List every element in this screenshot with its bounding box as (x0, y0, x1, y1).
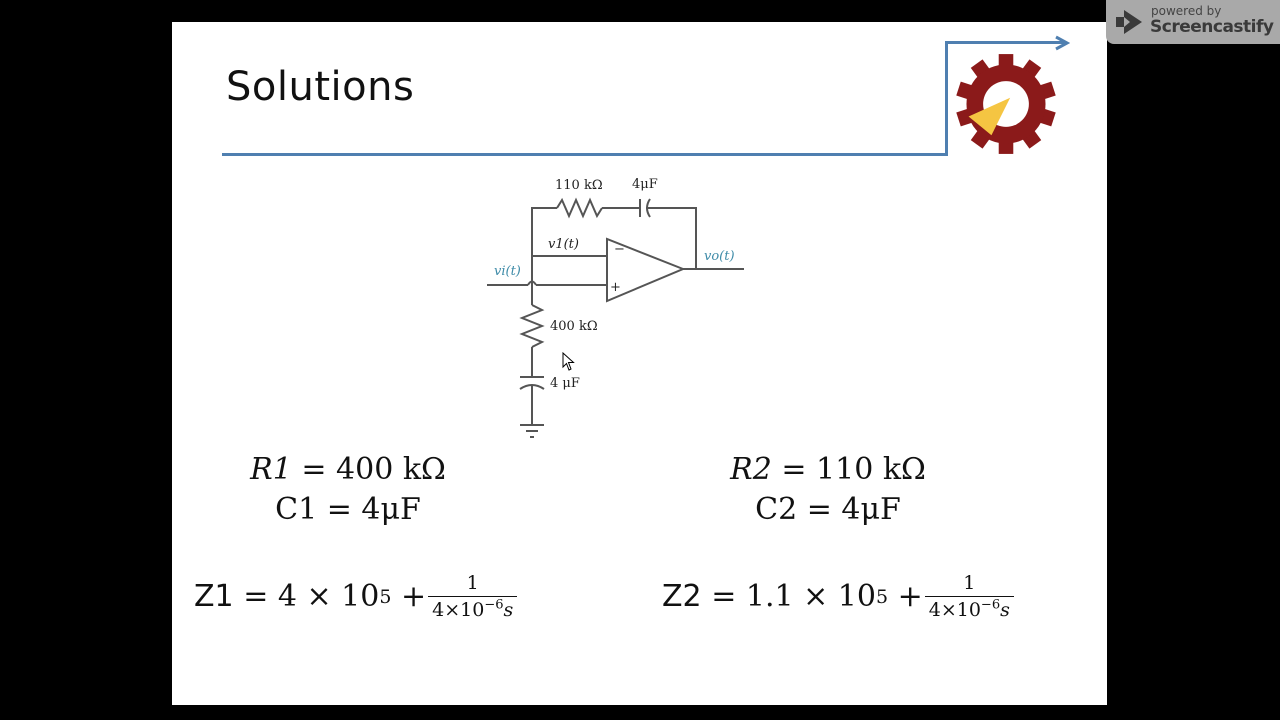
ground-resistor-label: 400 kΩ (550, 319, 598, 334)
feedback-capacitor-label: 4μF (632, 177, 658, 192)
resistor-110k-icon (556, 197, 603, 219)
minus-sign: − (614, 242, 625, 257)
input-voltage-label: vi(t) (494, 264, 521, 279)
r1-equation: R1 = 400 kΩ (250, 452, 446, 487)
ground-capacitor-label: 4 μF (550, 376, 580, 391)
z2-fraction: 1 4×10−6s (924, 572, 1014, 621)
c2-equation: C2 = 4μF (755, 492, 901, 527)
screencastify-logo-icon (1116, 10, 1142, 34)
output-voltage-label: vo(t) (704, 249, 735, 264)
title-connector-horizontal (945, 41, 1065, 44)
presentation-slide: Solutions (172, 22, 1107, 705)
z1-fraction: 1 4×10−6s (428, 572, 518, 621)
screencastify-watermark: powered by Screencastify (1106, 0, 1280, 44)
r2-equation: R2 = 110 kΩ (730, 452, 926, 487)
powered-by-label: powered by (1151, 4, 1222, 18)
brand-label: Screencastify (1150, 17, 1274, 37)
plus-sign: + (610, 280, 621, 295)
v1-node-label: v1(t) (548, 237, 579, 252)
op-amp-circuit-diagram: − + 110 kΩ 4μF v1(t) vi(t) vo(t) 400 kΩ … (487, 177, 744, 438)
c1-equation: C1 = 4μF (275, 492, 421, 527)
left-component-values: R1 = 400 kΩ C1 = 4μF (248, 450, 448, 530)
title-underline (222, 153, 947, 156)
title-connector-vertical (945, 41, 948, 156)
op-amp-icon (606, 237, 686, 303)
arrow-right-icon (1055, 35, 1070, 51)
feedback-resistor-label: 110 kΩ (555, 178, 603, 193)
right-component-values: R2 = 110 kΩ C2 = 4μF (728, 450, 928, 530)
resistor-400k-icon (519, 304, 545, 348)
gear-logo-icon (956, 54, 1056, 154)
mouse-cursor-icon (562, 352, 575, 371)
slide-title: Solutions (226, 64, 415, 110)
